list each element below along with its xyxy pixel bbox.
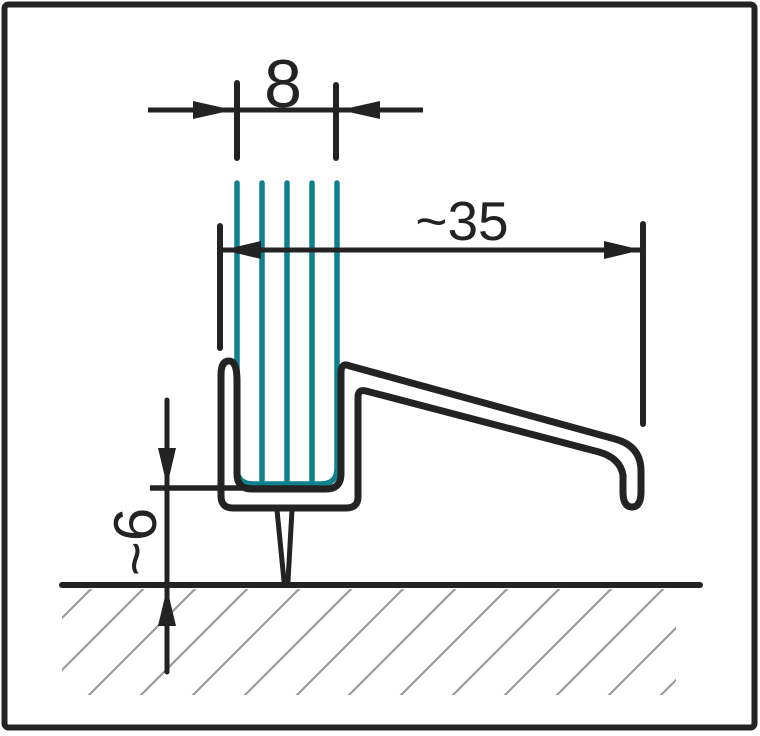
dimension-brush-width: 8 <box>148 46 423 161</box>
dimension-profile-depth: ~35 <box>217 190 646 427</box>
dimension-floor-gap: ~6 <box>102 397 320 675</box>
dimension-label-brush-width: 8 <box>264 46 302 122</box>
arrowhead-left-icon <box>223 241 261 259</box>
brush-bristles <box>234 180 340 487</box>
arrowhead-right-icon <box>193 101 233 119</box>
dimension-label-profile-depth: ~35 <box>415 190 508 252</box>
floor-hatching <box>62 589 676 695</box>
arrowhead-up-icon <box>158 588 176 626</box>
seal-profile-outline <box>217 357 645 512</box>
arrowhead-right-icon <box>604 241 642 259</box>
arrowhead-down-icon <box>158 448 176 486</box>
bottom-fin <box>274 507 295 584</box>
dimension-label-floor-gap: ~6 <box>102 508 169 576</box>
arrowhead-left-icon <box>340 101 380 119</box>
